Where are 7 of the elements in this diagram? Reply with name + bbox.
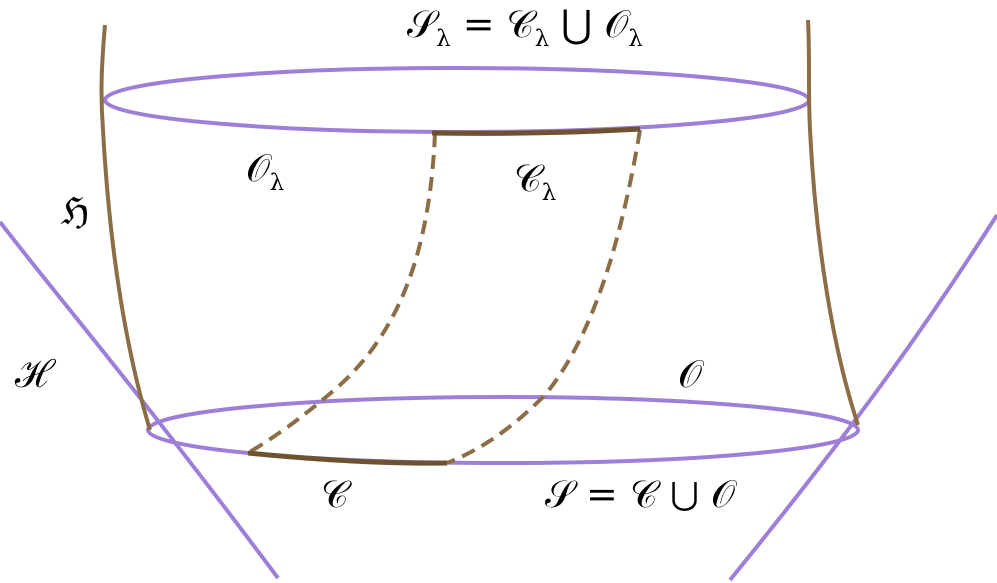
math-label: 𝒞$_{λ}$ [514, 158, 556, 206]
math-label: ℋ [15, 354, 55, 396]
math-label: 𝒪 [678, 354, 702, 396]
math-label: 𝒮 = 𝒞 ⋃ 𝒪 [544, 474, 736, 516]
math-label: ℌ [61, 191, 89, 233]
math-label: 𝒮$_{λ}$ = 𝒞$_{λ}$ ⋃ 𝒪$_{λ}$ [407, 4, 643, 52]
math-label: 𝒪$_{λ}$ [246, 148, 284, 196]
